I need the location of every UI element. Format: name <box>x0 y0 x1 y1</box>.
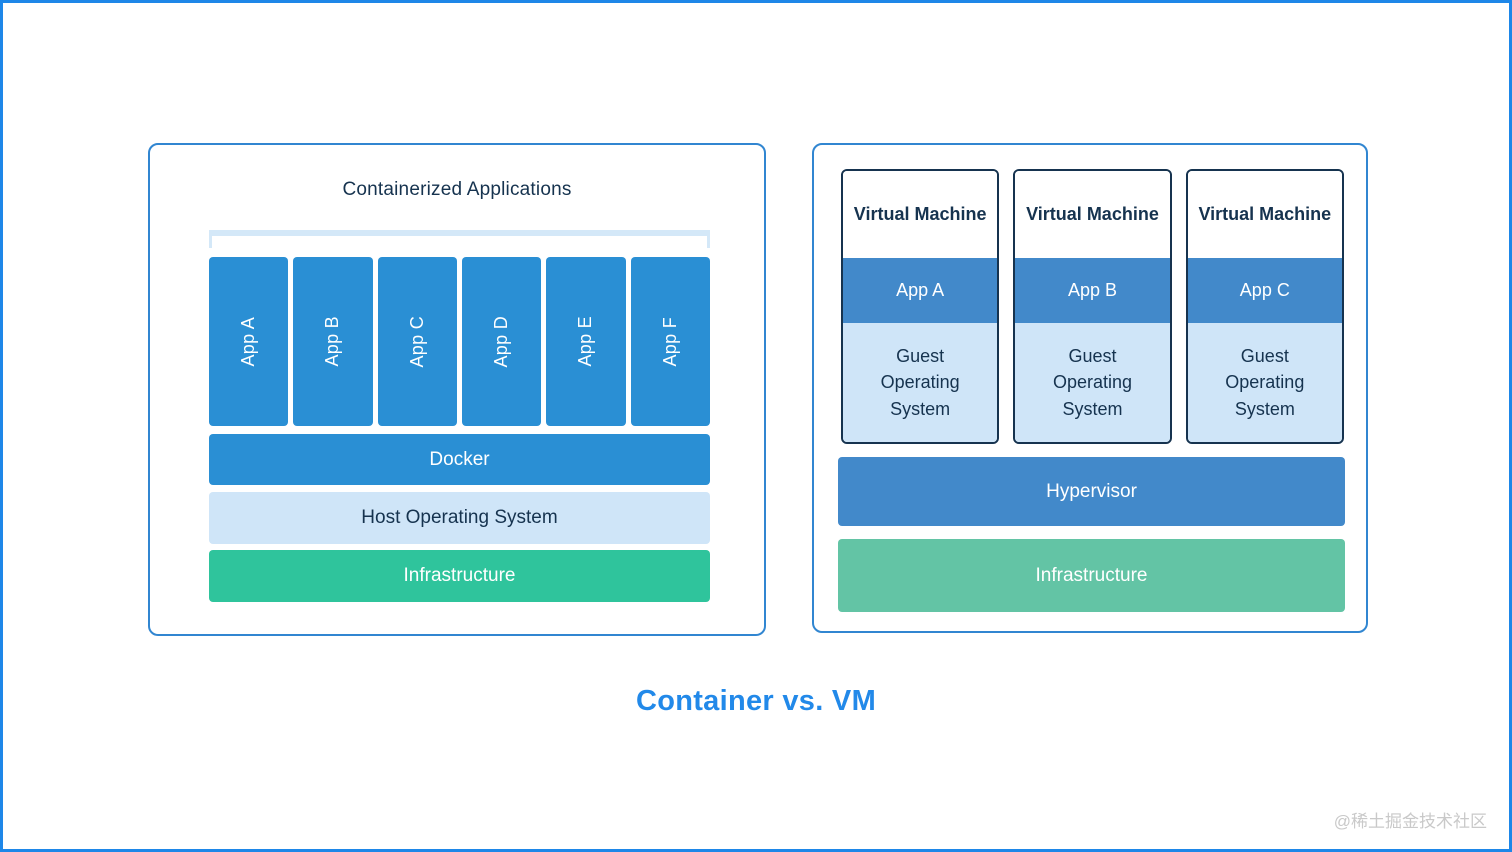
vm-box-1: Virtual Machine App A Guest Operating Sy… <box>841 169 1000 444</box>
containers-panel: Containerized Applications App A App B A… <box>148 143 766 636</box>
vm-box-3: Virtual Machine App C Guest Operating Sy… <box>1185 169 1344 444</box>
vm-panel: Virtual Machine App A Guest Operating Sy… <box>812 143 1368 633</box>
container-apps-row: App A App B App C App D App E App F <box>209 257 710 426</box>
diagram-caption: Container vs. VM <box>635 685 877 717</box>
container-app-c: App C <box>377 257 457 426</box>
container-app-e-label: App E <box>575 316 596 367</box>
container-app-e: App E <box>546 257 626 426</box>
host-os-layer: Host Operating System <box>209 492 710 544</box>
vm-2-app: App B <box>1015 258 1170 323</box>
container-app-c-label: App C <box>406 315 427 368</box>
container-app-f: App F <box>630 257 710 426</box>
container-app-d: App D <box>461 257 542 426</box>
container-app-d-label: App D <box>491 315 512 368</box>
docker-layer: Docker <box>209 434 710 485</box>
containers-infrastructure-layer: Infrastructure <box>209 550 710 602</box>
vm-3-title: Virtual Machine <box>1187 171 1342 258</box>
vm-infrastructure-layer: Infrastructure <box>838 539 1345 612</box>
container-app-a-label: App A <box>238 316 259 367</box>
vm-row: Virtual Machine App A Guest Operating Sy… <box>841 169 1344 444</box>
vm-3-guest-os: Guest Operating System <box>1187 323 1342 442</box>
containers-panel-title: Containerized Applications <box>342 179 572 200</box>
vm-2-title: Virtual Machine <box>1015 171 1170 258</box>
vm-box-2: Virtual Machine App B Guest Operating Sy… <box>1013 169 1172 444</box>
watermark-text: @稀土掘金技术社区 <box>1333 812 1487 831</box>
vm-1-title: Virtual Machine <box>843 171 998 258</box>
containers-bracket <box>209 230 710 248</box>
container-app-b: App B <box>293 257 373 426</box>
vm-2-guest-os: Guest Operating System <box>1015 323 1170 442</box>
container-app-b-label: App B <box>322 316 343 367</box>
vm-3-app: App C <box>1187 258 1342 323</box>
hypervisor-layer: Hypervisor <box>838 457 1345 526</box>
vm-1-app: App A <box>843 258 998 323</box>
container-app-a: App A <box>209 257 289 426</box>
container-app-f-label: App F <box>659 316 680 367</box>
vm-1-guest-os: Guest Operating System <box>843 323 998 442</box>
